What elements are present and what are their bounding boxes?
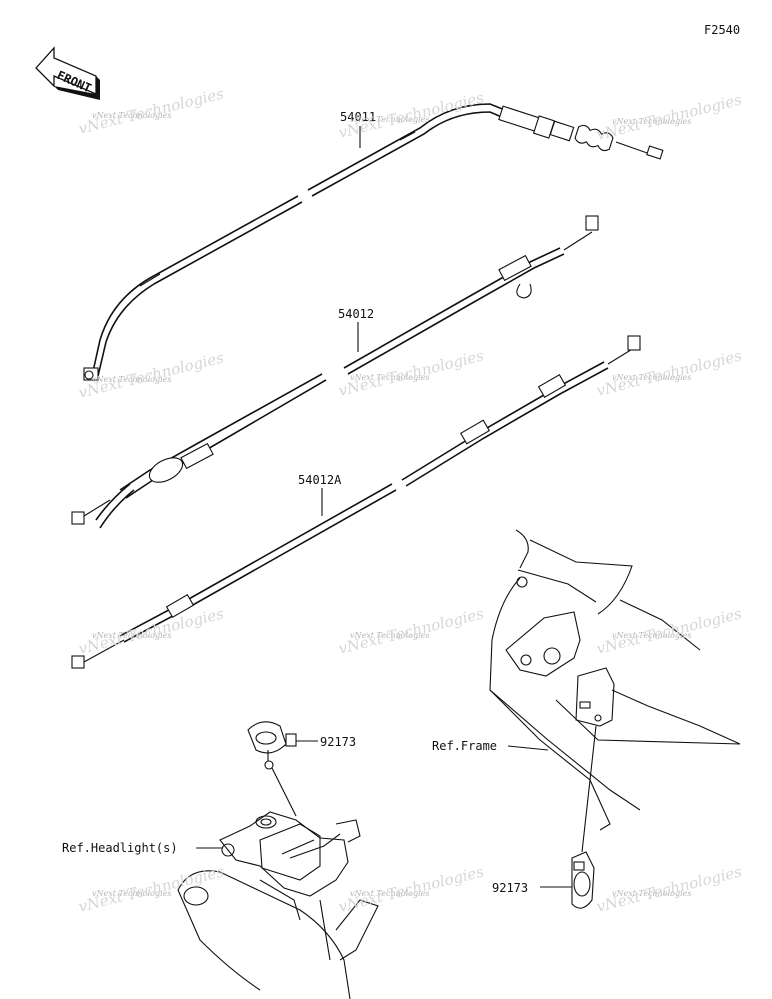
figure-code: F2540: [704, 23, 740, 37]
watermark: vNext Technologies: [92, 889, 171, 898]
watermark: vNext Technologies: [612, 373, 691, 382]
label-54012a: 54012A: [298, 473, 342, 487]
cable-end-fitting: [627, 335, 641, 351]
watermark: vNext Technologies: [350, 373, 429, 382]
watermarks: vNext Technologies vNext Technologies vN…: [77, 84, 744, 916]
watermark: vNext Technologies: [92, 631, 171, 640]
label-92173-upper: 92173: [320, 735, 356, 749]
watermark: vNext Technologies: [350, 889, 429, 898]
cable-end-fitting: [498, 105, 664, 160]
cable-54012a: 54012A: [71, 335, 641, 669]
clamp-92173-upper: 92173: [247, 721, 356, 817]
label-92173-lower: 92173: [492, 881, 528, 895]
headlight-bracket: Ref.Headlight(s): [62, 811, 379, 999]
label-54012: 54012: [338, 307, 374, 321]
label-54011: 54011: [340, 110, 376, 124]
leader-ref-frame: [507, 745, 549, 751]
label-ref-frame: Ref.Frame: [432, 739, 497, 753]
watermark: vNext Technologies: [92, 375, 171, 384]
watermark: vNext Technologies: [92, 111, 171, 120]
watermark: vNext Technologies: [612, 889, 691, 898]
cable-start-fitting: [71, 655, 85, 669]
cable-start-fitting: [71, 511, 85, 525]
cable-housing: [148, 254, 532, 483]
watermark: vNext Technologies: [612, 117, 691, 126]
cable-end-fitting: [585, 215, 599, 231]
cable-54011: 54011: [83, 103, 664, 381]
cable-start-fitting: [83, 367, 99, 381]
watermark: vNext Technologies: [350, 115, 429, 124]
clamp-92173-lower: 92173: [492, 851, 595, 909]
front-arrow-icon: FRONT: [35, 46, 100, 100]
frame-detail: Ref.Frame: [432, 529, 741, 853]
label-ref-headlight: Ref.Headlight(s): [62, 841, 178, 855]
watermark: vNext Technologies: [350, 631, 429, 640]
cable-54012: 54012: [71, 215, 599, 529]
watermark: vNext Technologies: [612, 631, 691, 640]
